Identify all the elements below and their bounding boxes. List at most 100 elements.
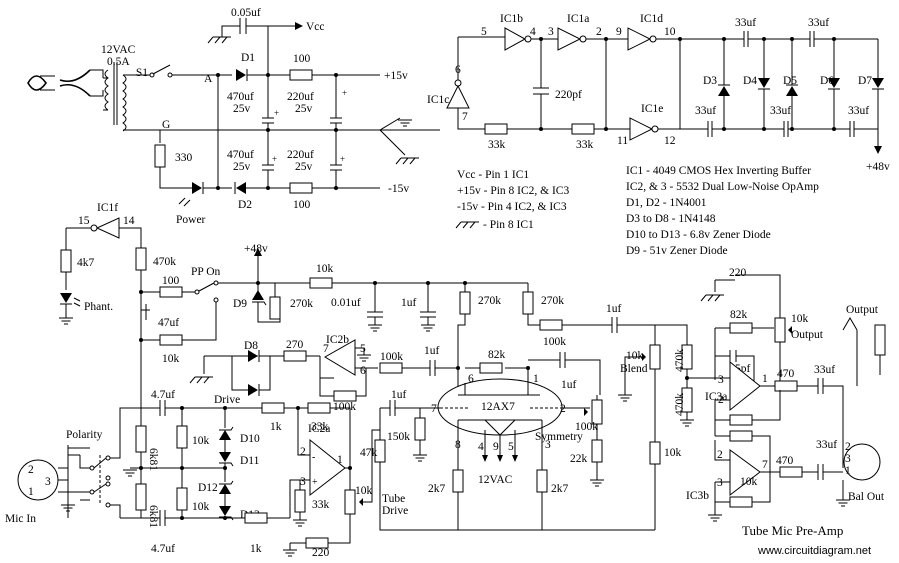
pin3: 3 <box>548 26 554 38</box>
part-d9: D9 - 51v Zener Diode <box>626 245 728 257</box>
tpin7: 7 <box>431 403 437 415</box>
pin10: 10 <box>664 26 676 38</box>
c33d-label: 33uf <box>770 105 791 117</box>
p48v-label: +48v <box>866 161 890 173</box>
ic1f-label: IC1f <box>97 202 118 214</box>
r1kb-label: 1k <box>250 543 262 555</box>
r33kc-label: 33k <box>311 421 329 433</box>
tpin9: 9 <box>493 441 499 453</box>
vcc-label: Vcc <box>306 21 325 33</box>
pin6: 6 <box>455 64 461 76</box>
r470k-label: 470k <box>153 256 176 268</box>
ic1c-label: IC1c <box>427 94 449 106</box>
svg-text:-: - <box>312 452 315 463</box>
r150k-label: 150k <box>387 431 410 443</box>
tube-label-text: Tube <box>382 493 405 505</box>
d4-label: D4 <box>743 75 757 87</box>
r10ka-label: 10k <box>162 353 180 365</box>
x2: 2 <box>717 449 723 461</box>
pin9: 9 <box>616 26 622 38</box>
power-supply: 12VAC 0.5A S1 A G 330 Power 0.05uf Vcc D… <box>27 7 440 226</box>
r4k7-label: 4k7 <box>77 257 95 269</box>
ic2b-label: IC2b <box>326 334 349 346</box>
c1ufd-label: 1uf <box>561 379 577 391</box>
ic1b-label: IC1b <box>500 13 523 25</box>
x3: 3 <box>717 477 723 489</box>
pin14: 14 <box>123 215 135 227</box>
c33c-label: 33uf <box>695 105 716 117</box>
r330-label: 330 <box>175 152 193 164</box>
r6k8a-label: 6k81 <box>147 448 159 471</box>
svg-text:+: + <box>342 88 347 98</box>
note-vcc: Vcc - Pin 1 IC1 <box>457 169 529 181</box>
tpin2: 2 <box>560 403 566 415</box>
ic3b-label: IC3b <box>686 490 709 502</box>
r2k7b-label: 2k7 <box>551 483 569 495</box>
r220-label: 220 <box>312 547 330 559</box>
output-stage: 10k Blend 10k 470k 470k 220 82k 10k Outp… <box>617 267 886 530</box>
v25b-label: 25v <box>295 103 313 115</box>
pin11: 11 <box>617 135 628 147</box>
r82ka-label: 82k <box>488 349 506 361</box>
blend-label: Blend <box>620 363 648 375</box>
a1: 1 <box>337 454 343 466</box>
r270-label: 270 <box>286 339 304 351</box>
r100ka-label: 100k <box>380 351 403 363</box>
r10ke-label: 10k <box>355 485 373 497</box>
c47uf-label: 47uf <box>158 317 179 329</box>
output2-label: Output <box>791 329 824 341</box>
c1: 1 <box>762 373 768 385</box>
polarity-label: Polarity <box>66 429 103 441</box>
resistor-330 <box>154 144 166 168</box>
c470b-label: 470uf <box>227 149 254 161</box>
d7-label: D7 <box>858 75 872 87</box>
vac12-label: 12VAC <box>478 474 513 486</box>
r100kb-label: 100k <box>333 401 356 413</box>
tpin4: 4 <box>478 441 484 453</box>
c220b-label: 220uf <box>287 149 314 161</box>
d2-label: D2 <box>238 199 252 211</box>
tube-label: 12AX7 <box>481 401 515 413</box>
part-d12: D1, D2 - 1N4001 <box>626 197 707 209</box>
r100kd-label: 100k <box>575 421 598 433</box>
pin2: 2 <box>596 26 602 38</box>
note-m15: -15v - Pin 4 IC2, & IC3 <box>457 201 567 213</box>
e7: 7 <box>762 459 768 471</box>
tpin6: 6 <box>468 373 474 385</box>
r470kb-label: 470k <box>674 393 686 416</box>
part-ic1: IC1 - 4049 CMOS Hex Inverting Buffer <box>626 165 811 177</box>
pin5-a: 5 <box>481 26 487 38</box>
svg-text:+: + <box>312 477 318 488</box>
tpin5: 5 <box>508 441 514 453</box>
a3: 3 <box>300 476 306 488</box>
output-label: Output <box>846 304 879 316</box>
ic3a-label: IC3a <box>705 391 727 403</box>
c005-label: 0.05uf <box>231 7 261 19</box>
pin15: 15 <box>78 215 90 227</box>
v25d-label: 25v <box>295 161 313 173</box>
r10kg-label: 10k <box>740 476 758 488</box>
s1-label: S1 <box>136 67 148 79</box>
node-a-label: A <box>204 73 213 85</box>
d5-label: D5 <box>783 75 797 87</box>
o2: 2 <box>845 441 851 453</box>
d6-label: D6 <box>820 75 834 87</box>
note-p15: +15v - Pin 8 IC2, & IC3 <box>457 185 569 197</box>
tpin1: 1 <box>533 373 539 385</box>
c470a-label: 470uf <box>227 91 254 103</box>
o1: 1 <box>845 465 851 477</box>
r100a-label: 100 <box>293 53 311 65</box>
c1ufe-label: 1uf <box>391 389 407 401</box>
pin12: 12 <box>664 135 676 147</box>
svg-text:+: + <box>340 154 345 164</box>
m15v-label: -15v <box>388 183 409 195</box>
part-ic23: IC2, & 3 - 5532 Dual Low-Noise OpAmp <box>626 181 819 193</box>
c001-label: 0.01uf <box>331 297 361 309</box>
r10kblend-label: 10k <box>626 350 644 362</box>
c33a-label: 33uf <box>735 17 756 29</box>
symmetry-label: Symmetry <box>535 431 583 443</box>
part-d38: D3 to D8 - 1N4148 <box>626 213 716 225</box>
r10kout-label: 10k <box>791 313 809 325</box>
r270kb-label: 270k <box>478 295 501 307</box>
notes: Vcc - Pin 1 IC1 +15v - Pin 8 IC2, & IC3 … <box>455 165 819 257</box>
